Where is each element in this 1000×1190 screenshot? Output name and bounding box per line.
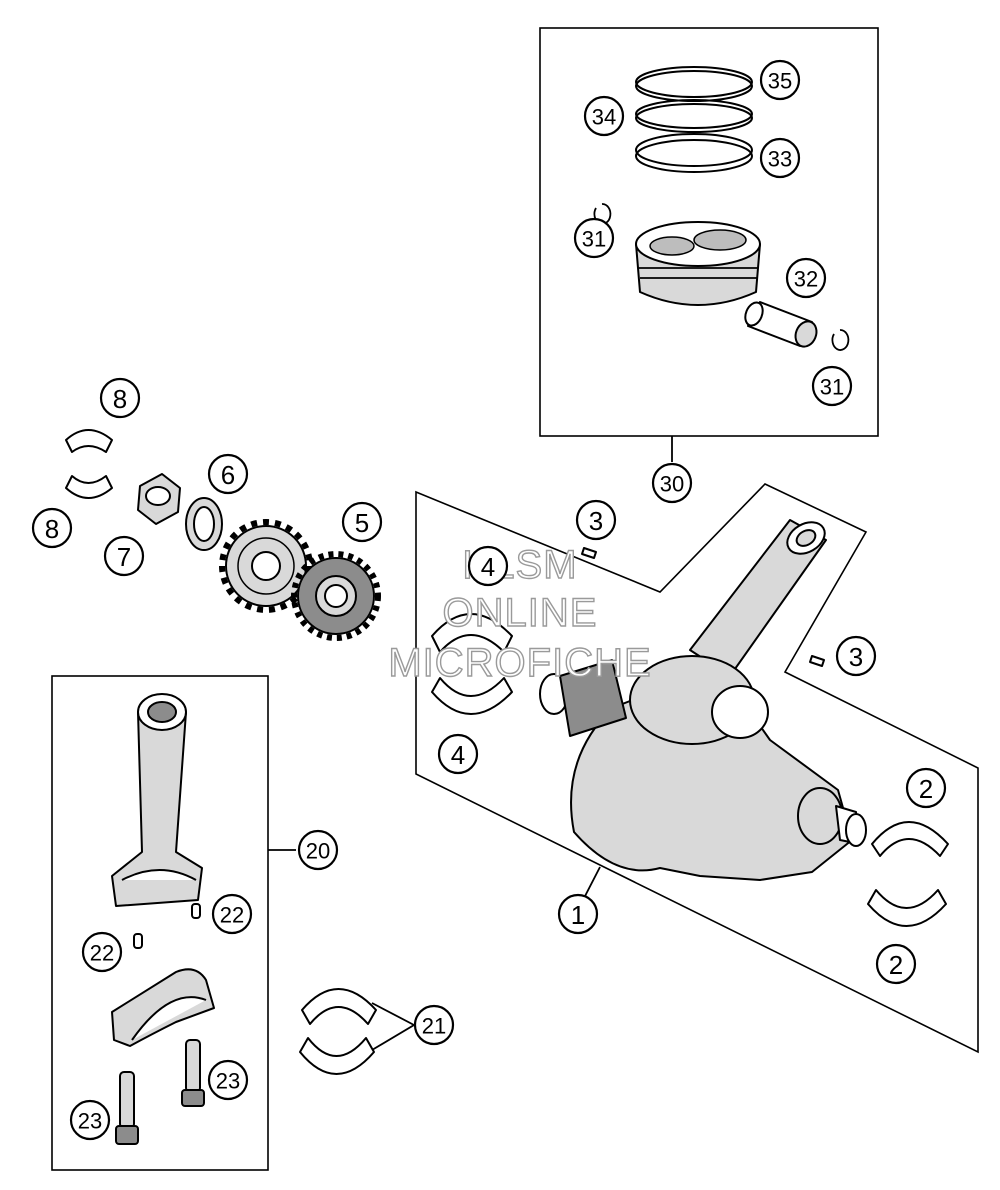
callout-4-lower: 4 [437, 733, 479, 775]
main-bearing-shell-2-lower [867, 889, 947, 927]
main-bearing-shell-4-upper [431, 613, 513, 653]
callout-6: 6 [207, 453, 249, 495]
svg-text:8: 8 [113, 384, 127, 414]
svg-text:1: 1 [571, 900, 585, 930]
sprocket [219, 519, 313, 613]
callout-23-left: 23 [69, 1099, 111, 1141]
crankshaft-1 [539, 655, 867, 881]
svg-text:3: 3 [849, 642, 863, 672]
piston-ring-33 [635, 133, 753, 173]
svg-text:35: 35 [768, 69, 792, 94]
main-bearing-shell-8-upper [65, 429, 113, 453]
svg-text:23: 23 [78, 1109, 102, 1134]
conrod-bolt-23-right [181, 1039, 205, 1107]
svg-text:34: 34 [592, 105, 616, 130]
callout-22-lower: 22 [81, 931, 123, 973]
leader-1 [582, 866, 601, 901]
main-bearing-shell-8-lower [65, 475, 113, 499]
svg-text:30: 30 [660, 472, 684, 497]
svg-text:22: 22 [90, 941, 114, 966]
callout-2-upper: 2 [905, 767, 947, 809]
piston-group-frame [539, 27, 879, 437]
watermark: HLSM ONLINE MICROFICHE [388, 542, 652, 685]
callout-20: 20 [297, 829, 339, 871]
svg-text:2: 2 [919, 774, 933, 804]
callout-22-upper: 22 [211, 893, 253, 935]
nut-7 [137, 473, 181, 525]
main-bearing-shell-4-lower [431, 677, 513, 715]
rod-bearing-shell-21-lower [299, 1037, 375, 1075]
callout-2-lower: 2 [875, 943, 917, 985]
svg-text:3: 3 [589, 506, 603, 536]
conrod-bolt-23-left [115, 1071, 139, 1145]
svg-text:32: 32 [794, 267, 818, 292]
svg-text:5: 5 [355, 508, 369, 538]
callout-33: 33 [759, 137, 801, 179]
svg-text:2: 2 [889, 950, 903, 980]
callout-35: 35 [759, 59, 801, 101]
svg-text:21: 21 [422, 1014, 446, 1039]
svg-text:7: 7 [117, 542, 131, 572]
key-3-lower [809, 655, 825, 667]
callout-3-right: 3 [835, 635, 877, 677]
callout-23-right: 23 [207, 1059, 249, 1101]
piston-ring-35 [635, 66, 753, 102]
svg-text:4: 4 [481, 552, 495, 582]
svg-text:4: 4 [451, 740, 465, 770]
svg-text:23: 23 [216, 1069, 240, 1094]
svg-text:20: 20 [306, 839, 330, 864]
callout-4-upper: 4 [467, 545, 509, 587]
svg-text:22: 22 [220, 903, 244, 928]
watermark-line3: MICROFICHE [388, 641, 651, 685]
callout-3-upper: 3 [575, 499, 617, 541]
callout-8-lower: 8 [31, 507, 73, 549]
conrod-cap [111, 968, 215, 1047]
conrod-group-frame [51, 675, 269, 1171]
piston-pin [744, 301, 818, 348]
connecting-rod-20 [111, 693, 203, 907]
callout-32: 32 [785, 257, 827, 299]
svg-text:31: 31 [820, 375, 844, 400]
gear-5 [291, 551, 381, 641]
piston-32 [635, 221, 761, 306]
callout-31-left: 31 [573, 217, 615, 259]
svg-text:33: 33 [768, 147, 792, 172]
main-bearing-shell-2-upper [871, 821, 949, 857]
svg-text:31: 31 [582, 227, 606, 252]
callout-21: 21 [413, 1004, 455, 1046]
circlip-right [831, 329, 850, 351]
rod-bearing-shell-21-upper [301, 988, 377, 1025]
crankshaft-group-frame [415, 483, 979, 1054]
callout-8-upper: 8 [99, 377, 141, 419]
dowel-pin-22-upper [191, 903, 201, 919]
dowel-pin-22-lower [133, 933, 143, 949]
washer-6 [185, 497, 223, 551]
leader-21 [371, 1002, 416, 1051]
piston-ring-34 [635, 99, 753, 133]
svg-text:8: 8 [45, 514, 59, 544]
watermark-line2: ONLINE [443, 591, 598, 635]
callout-5: 5 [341, 501, 383, 543]
svg-text:6: 6 [221, 460, 235, 490]
key-3-upper [581, 547, 597, 559]
callout-1: 1 [557, 893, 599, 935]
callout-31-right: 31 [811, 365, 853, 407]
callout-7: 7 [103, 535, 145, 577]
callout-30: 30 [651, 462, 693, 504]
callout-34: 34 [583, 95, 625, 137]
